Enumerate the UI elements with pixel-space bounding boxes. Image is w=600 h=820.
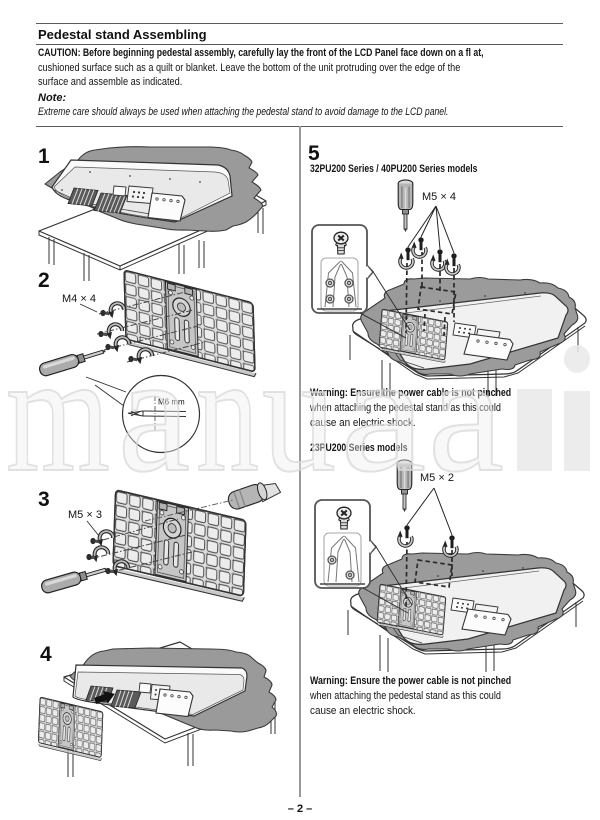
svg-text:u: u [262, 319, 336, 507]
svg-text:n: n [196, 319, 259, 507]
svg-text:M6 mm: M6 mm [158, 398, 185, 407]
svg-text:a: a [428, 319, 504, 507]
svg-text:a: a [340, 319, 426, 507]
svg-text:a: a [118, 319, 190, 507]
svg-text:m: m [6, 319, 110, 507]
